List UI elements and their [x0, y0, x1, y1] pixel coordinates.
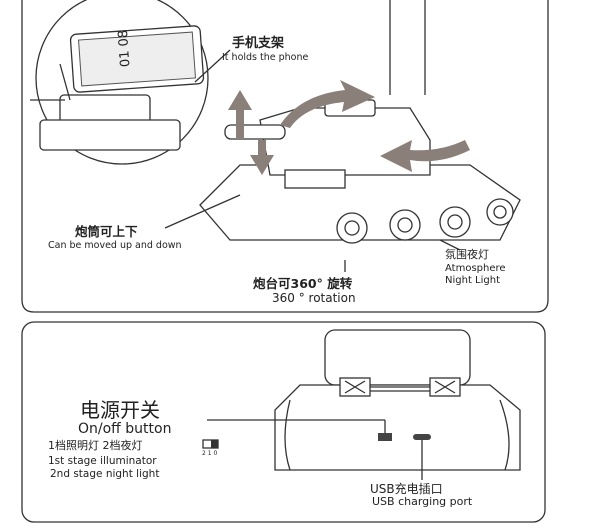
phone-holder-inset: 01 08: [30, 0, 209, 165]
usb-port: [413, 434, 431, 440]
light-label-cn: 氛围夜灯: [445, 247, 489, 261]
switch-label-cn: 电源开关: [80, 398, 160, 422]
phone-time: 01 08: [116, 29, 134, 67]
tank-rear-illustration: [274, 329, 521, 471]
switch-diagram-icon: [202, 439, 219, 449]
barrel-label-cn: 炮筒可上下: [74, 224, 138, 239]
switch-label-en: On/off button: [78, 421, 171, 437]
switch-positions-label: 2 1 0: [202, 450, 217, 457]
barrel-label-en: Can be moved up and down: [48, 240, 182, 251]
down-arrow-icon: [250, 140, 274, 175]
turret-label-cn: 炮台可360° 旋转: [252, 276, 353, 291]
light-label-en-1: Atmosphere: [445, 263, 506, 274]
stage1-label-en: 1st stage illuminator: [48, 455, 157, 467]
usb-label-cn: USB充电插口: [370, 481, 443, 496]
rotation-arrow-icon-2: [380, 140, 470, 172]
rotation-arrow-icon: [280, 80, 375, 128]
phone-holder-label-cn: 手机支架: [232, 35, 284, 51]
top-panel: 01 08 手机支架 It: [21, 0, 549, 313]
wheels: [336, 198, 514, 244]
usb-label-en: USB charging port: [372, 495, 473, 508]
up-arrow-icon: [228, 90, 252, 140]
power-switch[interactable]: [378, 433, 392, 441]
stage2-label-en: 2nd stage night light: [50, 468, 159, 480]
turret-label-en: 360 ° rotation: [272, 291, 356, 305]
bottom-panel: 电源开关 On/off button 1档照明灯 2档夜灯 2 1 0 1st …: [21, 321, 546, 523]
phone-holder-label-en: It holds the phone: [222, 52, 309, 63]
tank-illustration: [199, 99, 521, 244]
stages-label-cn: 1档照明灯 2档夜灯: [48, 438, 143, 452]
light-label-en-2: Night Light: [445, 275, 500, 286]
